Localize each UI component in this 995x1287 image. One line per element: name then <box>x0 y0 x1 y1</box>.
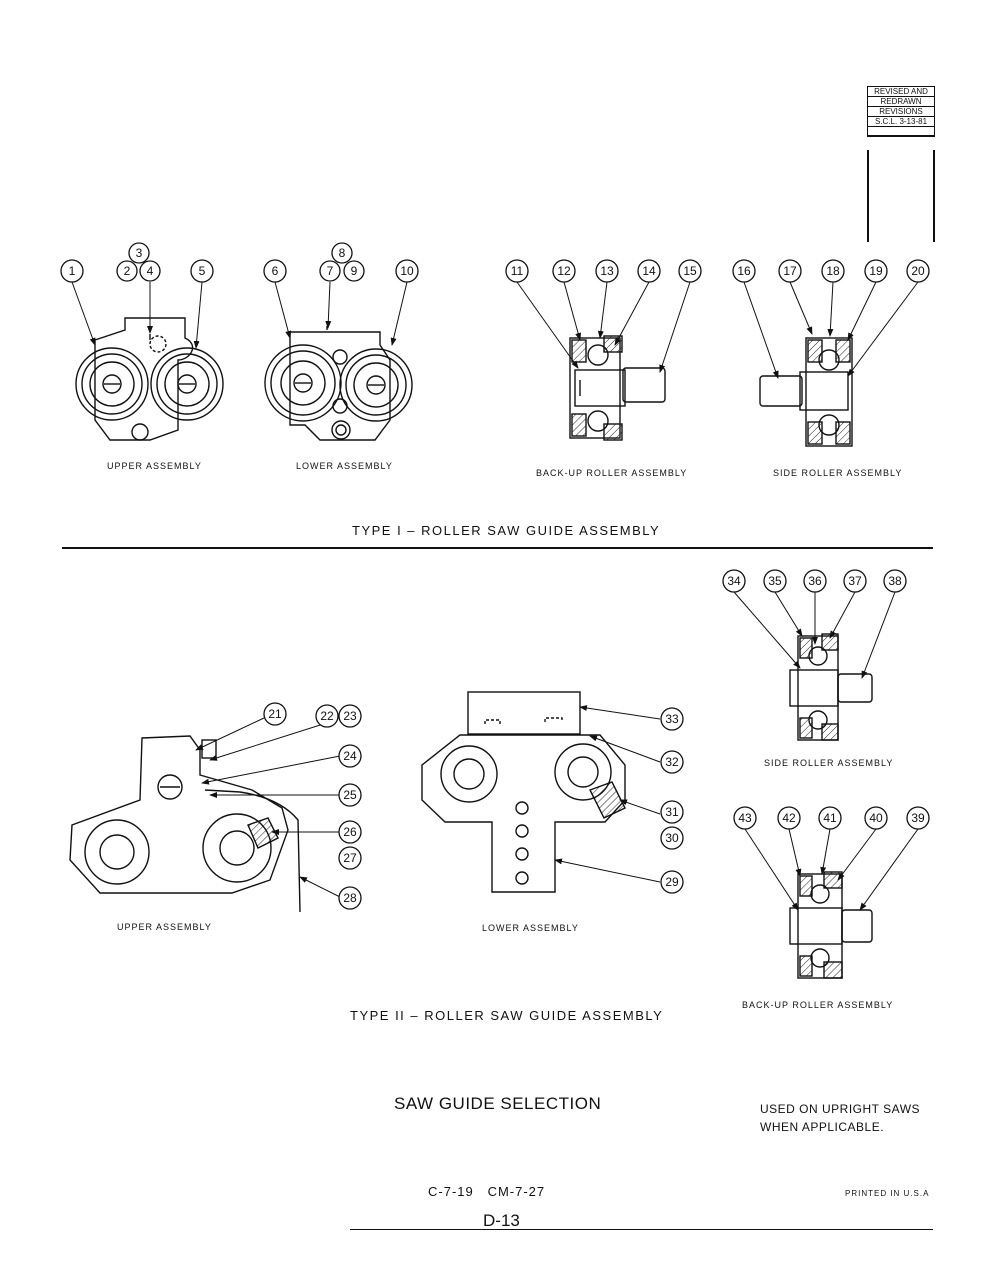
callout-7: 7 <box>327 264 334 278</box>
revision-line-1: REVISED AND <box>868 87 934 97</box>
callout-20: 20 <box>911 264 925 278</box>
type2-upper-label: UPPER ASSEMBLY <box>117 922 212 932</box>
type2-upper-assembly <box>69 735 301 913</box>
callout-5: 5 <box>199 264 206 278</box>
callout-37: 37 <box>848 574 862 588</box>
callout-2: 2 <box>124 264 131 278</box>
footer-rule <box>350 1229 933 1230</box>
callout-42: 42 <box>782 811 796 825</box>
footer-codes: C-7-19 CM-7-27 <box>428 1184 546 1199</box>
callout-1: 1 <box>69 264 76 278</box>
revision-line-4: S.C.L. 3-13-81 <box>868 117 934 127</box>
callout-35: 35 <box>768 574 782 588</box>
callout-25: 25 <box>343 788 357 802</box>
callout-21: 21 <box>268 707 282 721</box>
footer-page-number: D-13 <box>483 1211 520 1230</box>
type1-backup-roller <box>569 335 666 441</box>
type1-backup-label: BACK-UP ROLLER ASSEMBLY <box>536 468 688 478</box>
callout-10: 10 <box>400 264 414 278</box>
callout-39: 39 <box>911 811 925 825</box>
callout-14: 14 <box>642 264 656 278</box>
type2-lower-assembly <box>421 691 626 893</box>
type2-lower-label: LOWER ASSEMBLY <box>482 923 579 933</box>
revision-block: REVISED AND REDRAWN REVISIONS S.C.L. 3-1… <box>867 86 935 137</box>
callout-15: 15 <box>683 264 697 278</box>
callout-28: 28 <box>343 891 357 905</box>
type2-backup-roller <box>789 871 873 979</box>
callout-34: 34 <box>727 574 741 588</box>
callout-24: 24 <box>343 749 357 763</box>
callout-30: 30 <box>665 831 679 845</box>
type2-backup-label: BACK-UP ROLLER ASSEMBLY <box>742 1000 894 1010</box>
type1-title: TYPE I – ROLLER SAW GUIDE ASSEMBLY <box>352 523 661 538</box>
callout-38: 38 <box>888 574 902 588</box>
callout-17: 17 <box>783 264 797 278</box>
callout-11: 11 <box>511 264 524 278</box>
revision-line-2: REDRAWN <box>868 97 934 107</box>
footer-printed: PRINTED IN U.S.A <box>845 1189 930 1198</box>
revision-line-3: REVISIONS <box>868 107 934 117</box>
callout-29: 29 <box>665 875 679 889</box>
callouts <box>60 242 930 910</box>
callout-33: 33 <box>665 712 679 726</box>
leader-lines <box>71 281 919 911</box>
callout-6: 6 <box>272 264 279 278</box>
callout-32: 32 <box>665 755 679 769</box>
callout-18: 18 <box>826 264 840 278</box>
type1-lower-assembly <box>264 326 413 441</box>
callout-41: 41 <box>823 811 837 825</box>
callout-36: 36 <box>808 574 822 588</box>
callout-27: 27 <box>343 851 357 865</box>
callout-31: 31 <box>665 805 679 819</box>
revision-column-left <box>867 150 869 242</box>
type2-side-roller <box>789 633 873 741</box>
type1-side-roller <box>759 337 853 447</box>
footer-note-line-2: WHEN APPLICABLE. <box>760 1120 885 1134</box>
callout-4: 4 <box>147 264 154 278</box>
type2-side-label: SIDE ROLLER ASSEMBLY <box>764 758 894 768</box>
footer-heading: SAW GUIDE SELECTION <box>394 1094 602 1113</box>
callout-43: 43 <box>738 811 752 825</box>
callout-9: 9 <box>351 264 358 278</box>
type1-side-label: SIDE ROLLER ASSEMBLY <box>773 468 903 478</box>
type1-lower-label: LOWER ASSEMBLY <box>296 461 393 471</box>
type2-title: TYPE II – ROLLER SAW GUIDE ASSEMBLY <box>350 1008 664 1023</box>
revision-column-right <box>933 150 935 242</box>
footer-note: USED ON UPRIGHT SAWS WHEN APPLICABLE. <box>760 1100 920 1136</box>
callout-13: 13 <box>600 264 614 278</box>
callout-12: 12 <box>557 264 571 278</box>
footer-note-line-1: USED ON UPRIGHT SAWS <box>760 1102 921 1116</box>
callout-3: 3 <box>136 246 143 260</box>
callout-16: 16 <box>737 264 751 278</box>
callout-22: 22 <box>320 709 334 723</box>
callout-26: 26 <box>343 825 357 839</box>
callout-23: 23 <box>343 709 357 723</box>
type1-upper-label: UPPER ASSEMBLY <box>107 461 202 471</box>
callout-19: 19 <box>869 264 883 278</box>
callout-40: 40 <box>869 811 883 825</box>
callout-8: 8 <box>339 246 346 260</box>
type1-upper-assembly <box>75 317 224 441</box>
